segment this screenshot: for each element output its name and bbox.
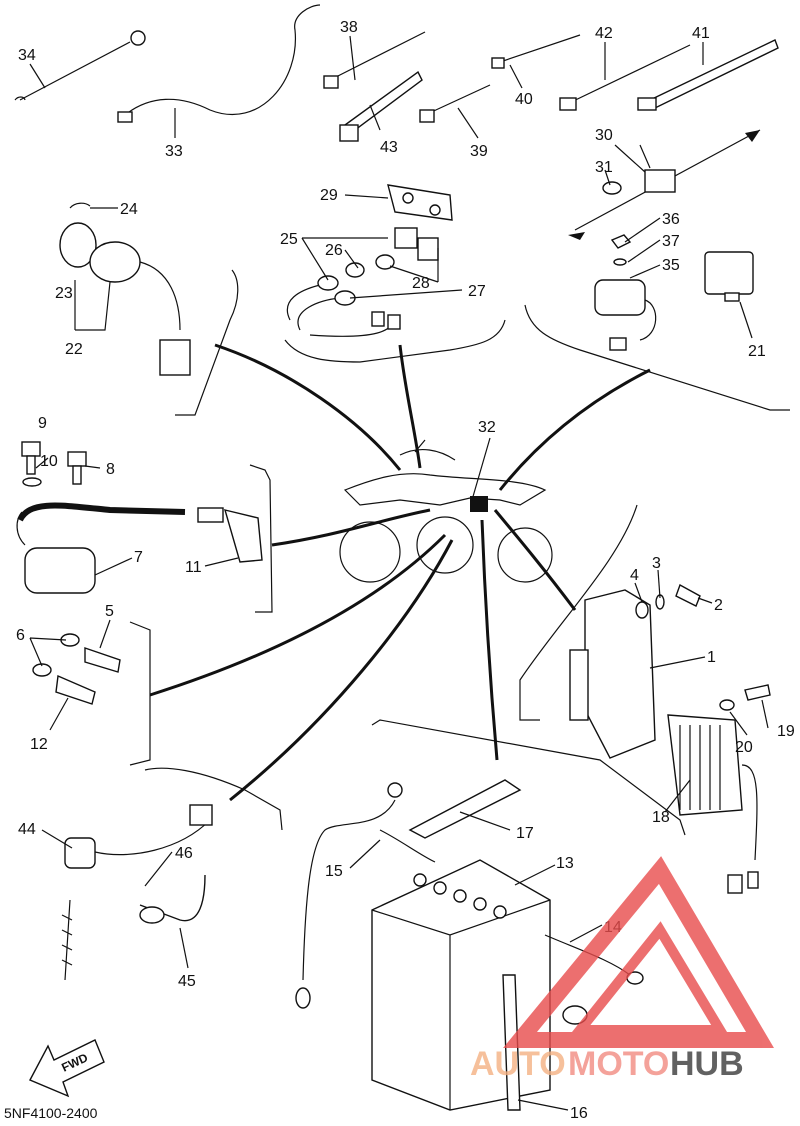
callout-9: 9 (38, 415, 47, 432)
callout-8: 8 (106, 461, 115, 478)
callout-20: 20 (735, 739, 753, 756)
callout-44: 44 (18, 821, 36, 838)
part-25-28-caps-leads (286, 227, 439, 337)
callout-12: 12 (30, 736, 48, 753)
callout-1: 1 (707, 649, 716, 666)
callout-30: 30 (595, 127, 613, 144)
callout-17: 17 (516, 825, 534, 842)
part-33-lead (117, 4, 321, 123)
part-43-clamp (339, 70, 423, 142)
callout-34: 34 (18, 47, 36, 64)
part-40-band (491, 34, 581, 69)
callout-45: 45 (178, 973, 196, 990)
part-14-cable (544, 934, 644, 1025)
callout-6: 6 (16, 627, 25, 644)
part-34-ground-wire (14, 30, 146, 101)
callout-32: 32 (478, 419, 496, 436)
callout-39: 39 (470, 143, 488, 160)
callout-15: 15 (325, 863, 343, 880)
part-39-band (419, 84, 491, 123)
callout-40: 40 (515, 91, 533, 108)
part-5-6-12-switches (32, 633, 121, 705)
callout-31: 31 (595, 159, 613, 176)
callout-22: 22 (65, 341, 83, 358)
callout-13: 13 (556, 855, 574, 872)
part-15-cable (295, 782, 436, 1009)
part-30-31-sensor (568, 129, 761, 240)
callout-16: 16 (570, 1105, 588, 1122)
callout-36: 36 (662, 211, 680, 228)
callout-27: 27 (468, 283, 486, 300)
callout-46: 46 (175, 845, 193, 862)
part-2-4-bolt-washers (635, 583, 701, 619)
callout-2: 2 (714, 597, 723, 614)
part-18-20-rectifier (667, 684, 771, 894)
fwd-arrow: FWD (29, 1039, 105, 1098)
callout-5: 5 (105, 603, 114, 620)
callout-23: 23 (55, 285, 73, 302)
diagram-code: 5NF4100-2400 (4, 1105, 98, 1121)
callout-19: 19 (777, 723, 795, 740)
part-24-23-22-main-switch (59, 202, 191, 376)
group-brackets (129, 269, 790, 836)
leader-lines (29, 35, 769, 1111)
callout-33: 33 (165, 143, 183, 160)
callout-37: 37 (662, 233, 680, 250)
watermark-hub: HUB (670, 1045, 744, 1083)
callout-21: 21 (748, 343, 766, 360)
part-42-band (559, 44, 691, 111)
callout-11: 11 (185, 559, 202, 576)
part-17-band (408, 779, 522, 839)
callout-28: 28 (412, 275, 430, 292)
harness-lines (149, 343, 651, 802)
part-35-37-relay (594, 234, 657, 351)
part-44-46-45-switch-bracket (61, 804, 213, 981)
callout-7: 7 (134, 549, 143, 566)
callout-3: 3 (652, 555, 661, 572)
callout-38: 38 (340, 19, 358, 36)
callout-10: 10 (40, 453, 58, 470)
callout-35: 35 (662, 257, 680, 274)
part-29-gasket (387, 184, 453, 221)
watermark-moto: MOTO (568, 1045, 669, 1083)
callout-41: 41 (692, 25, 710, 42)
part-7-11-ignition-coil (16, 502, 263, 594)
callout-42: 42 (595, 25, 613, 42)
part-9-10-8-bolts (21, 441, 87, 487)
watermark-auto: AUTO (470, 1045, 566, 1083)
part-1-cdi-unit (569, 589, 656, 759)
watermark-logo: AUTO MOTO HUB (470, 856, 774, 1083)
part-41-band (637, 39, 779, 111)
part-21-relay (704, 251, 754, 302)
callout-25: 25 (280, 231, 298, 248)
callout-26: 26 (325, 242, 343, 259)
callout-29: 29 (320, 187, 338, 204)
callout-24: 24 (120, 201, 138, 218)
part-38-band (323, 31, 426, 89)
callout-4: 4 (630, 567, 639, 584)
callout-43: 43 (380, 139, 398, 156)
frame-sketch (339, 439, 553, 583)
callout-18: 18 (652, 809, 670, 826)
